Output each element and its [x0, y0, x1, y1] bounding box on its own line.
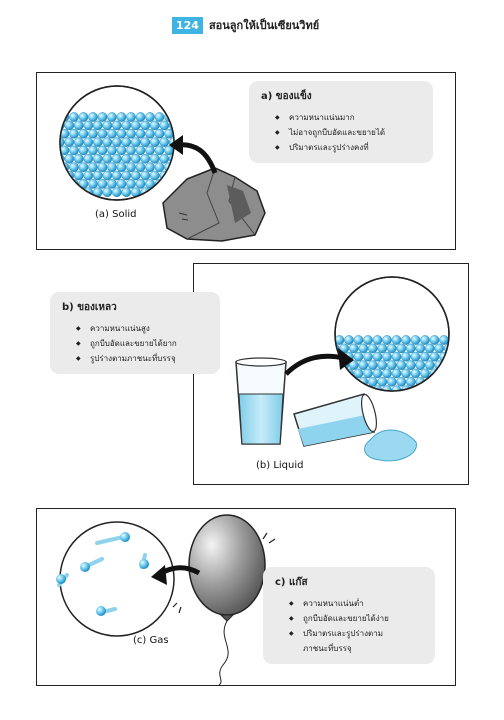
- solid-heading: a) ของแข็ง: [261, 91, 312, 102]
- page-number: 124: [172, 16, 203, 34]
- liquid-illustration: [235, 276, 450, 462]
- list-item: ปริมาตรและรูปร่างคงที่: [275, 140, 423, 155]
- gas-heading: c) แก๊ส: [275, 577, 308, 588]
- list-item: ความหนาแน่นต่ำ: [289, 596, 425, 611]
- list-item: ความหนาแน่นมาก: [275, 110, 423, 125]
- solid-illustration: [59, 85, 266, 242]
- liquid-panel: (b) Liquid: [193, 263, 469, 485]
- book-title: สอนลูกให้เป็นเซียนวิทย์: [208, 19, 320, 32]
- liquid-caption: (b) Liquid: [256, 460, 304, 471]
- solid-property-list: ความหนาแน่นมาก ไม่อาจถูกบีบอัดและขยายได้…: [261, 110, 423, 155]
- list-item: รูปร่างตามภาชนะที่บรรจุ: [76, 351, 210, 366]
- solid-info-box: a) ของแข็ง ความหนาแน่นมาก ไม่อาจถูกบีบอั…: [249, 81, 433, 163]
- list-item: ถูกบีบอัดและขยายได้ง่าย: [289, 611, 425, 626]
- gas-property-list: ความหนาแน่นต่ำ ถูกบีบอัดและขยายได้ง่าย ป…: [275, 596, 425, 656]
- list-item-continued: ภาชนะที่บรรจุ: [303, 644, 352, 653]
- solid-panel: (a) Solid a) ของแข็ง ความหนาแน่นมาก ไม่อ…: [36, 72, 456, 250]
- list-item: ปริมาตรและรูปร่างตาม: [289, 626, 425, 641]
- list-item: ไม่อาจถูกบีบอัดและขยายได้: [275, 125, 423, 140]
- liquid-property-list: ความหนาแน่นสูง ถูกบีบอัดและขยายได้ยาก รู…: [62, 321, 210, 366]
- gas-illustration: [56, 514, 276, 685]
- solid-caption: (a) Solid: [95, 209, 137, 220]
- gas-info-box: c) แก๊ส ความหนาแน่นต่ำ ถูกบีบอัดและขยายไ…: [263, 567, 435, 664]
- page-header: 124 สอนลูกให้เป็นเซียนวิทย์: [172, 16, 319, 34]
- gas-caption: (c) Gas: [133, 635, 169, 646]
- gas-panel: (c) Gas c) แก๊ส ความหนาแน่นต่ำ ถูกบีบอัด…: [36, 508, 456, 686]
- list-item: ถูกบีบอัดและขยายได้ยาก: [76, 336, 210, 351]
- gas-molecules: [56, 532, 149, 616]
- liquid-info-box: b) ของเหลว ความหนาแน่นสูง ถูกบีบอัดและขย…: [50, 292, 220, 374]
- list-item: ความหนาแน่นสูง: [76, 321, 210, 336]
- liquid-heading: b) ของเหลว: [62, 302, 117, 313]
